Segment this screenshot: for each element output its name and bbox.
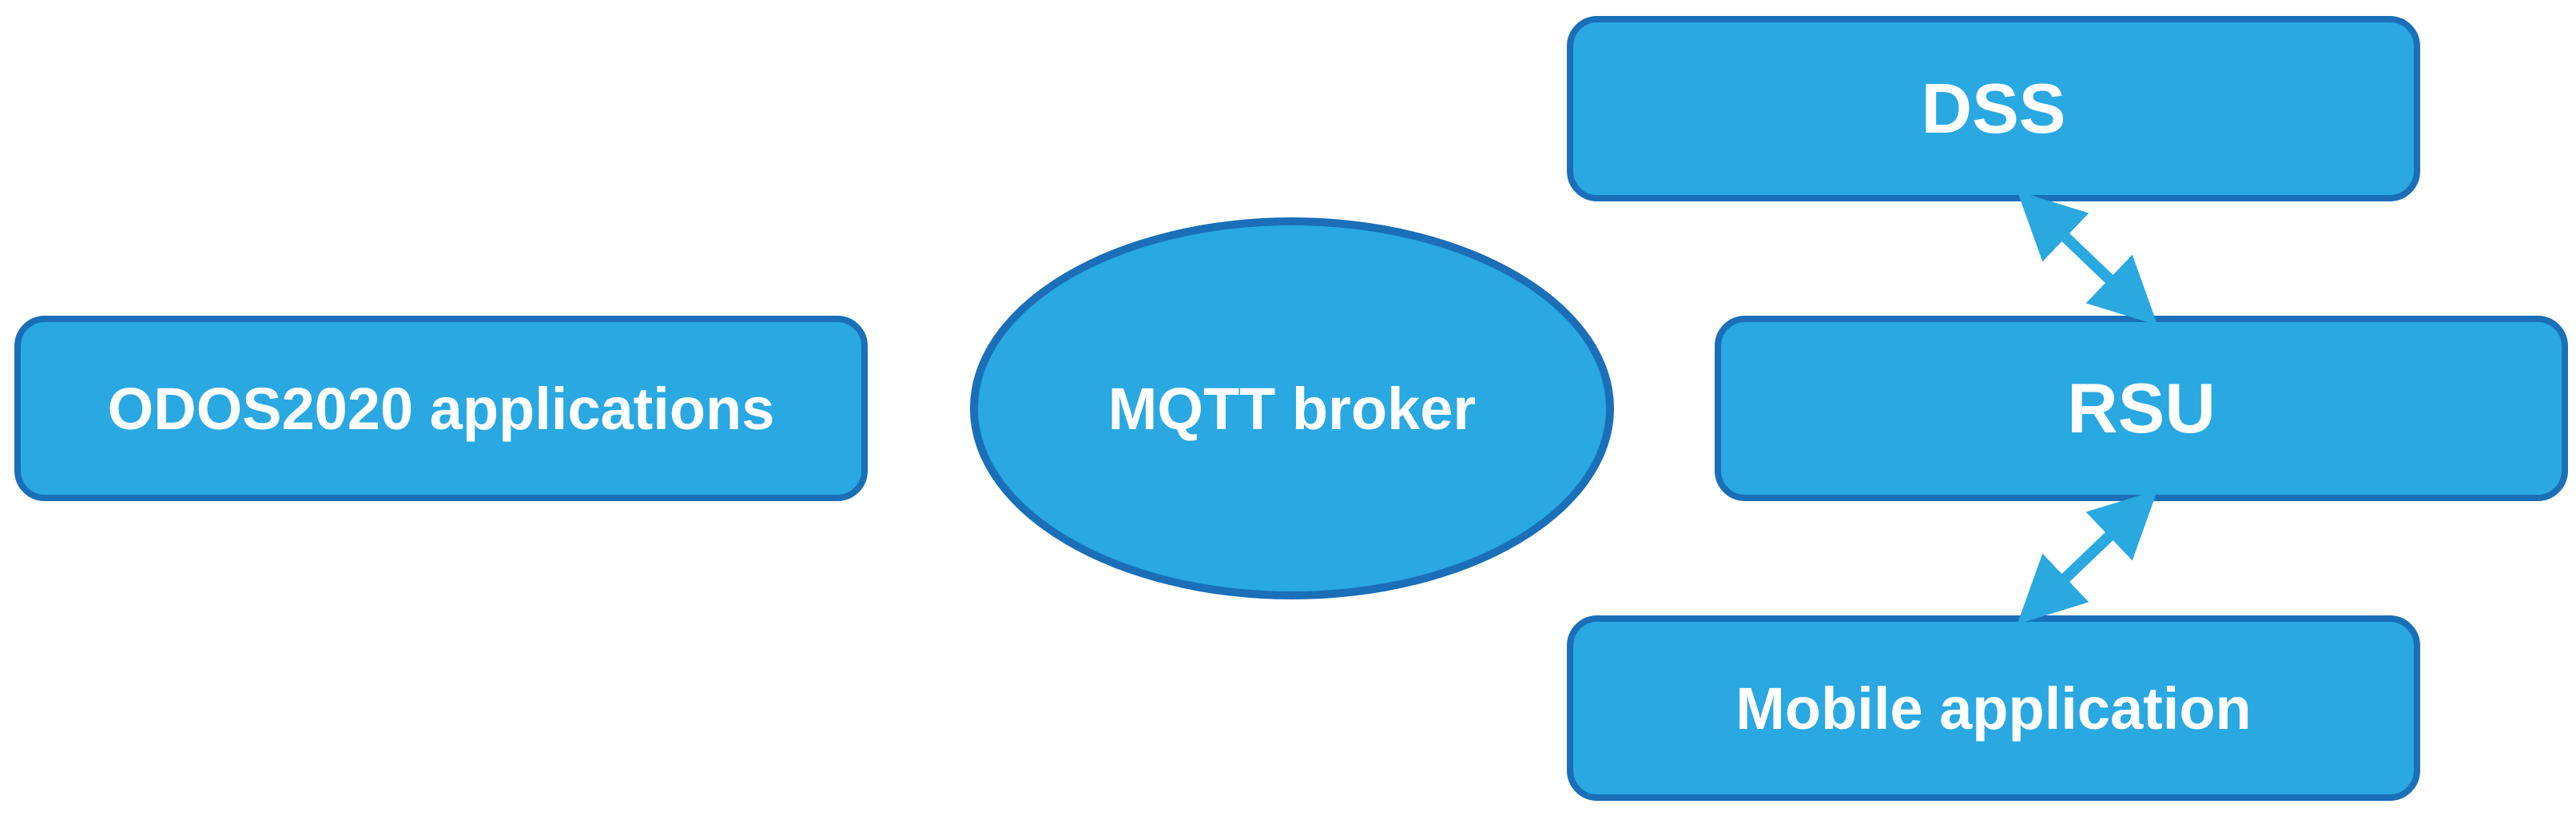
dss-rsu-arrow <box>2017 190 2158 326</box>
mobile-application-label: Mobile application <box>1735 675 2252 742</box>
mqtt-broker-ellipse: MQTT broker <box>970 217 1614 599</box>
mqtt-broker-label: MQTT broker <box>1107 375 1477 442</box>
dss-box: DSS <box>1567 16 2420 201</box>
dss-label: DSS <box>1921 69 2066 148</box>
odos2020-applications-label: ODOS2020 applications <box>107 375 775 442</box>
rsu-box: RSU <box>1715 316 2568 501</box>
rsu-label: RSU <box>2067 368 2216 448</box>
rsu-mobile-arrow <box>2017 489 2158 625</box>
odos2020-applications-box: ODOS2020 applications <box>14 316 868 501</box>
mobile-application-box: Mobile application <box>1567 615 2420 801</box>
